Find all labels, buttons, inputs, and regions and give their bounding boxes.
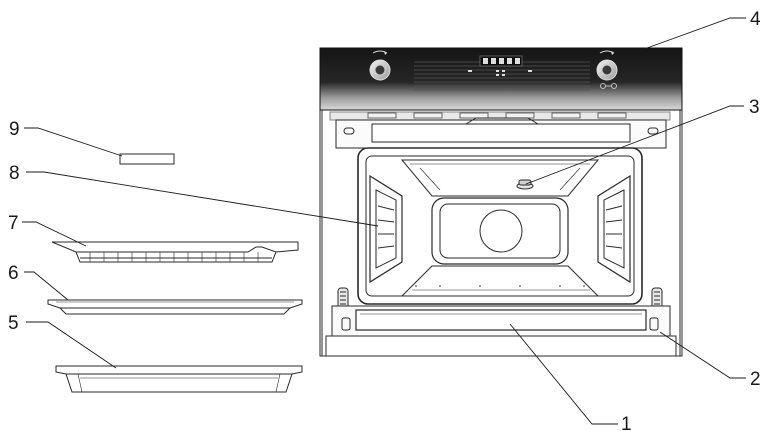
callout-2: 2 (750, 369, 761, 390)
right-control-knob[interactable] (596, 50, 618, 89)
accessory-9-plate (119, 153, 175, 165)
leader-9 (24, 127, 123, 157)
left-control-knob[interactable] (369, 50, 391, 81)
leader-8 (26, 171, 379, 227)
oven (319, 47, 683, 357)
leader-2 (659, 331, 746, 379)
side-rack-right (597, 174, 631, 284)
side-rack-left (369, 174, 403, 284)
callout-numbers: 1 2 3 4 5 6 7 8 9 (8, 9, 761, 431)
callout-5: 5 (8, 313, 19, 334)
display-icons (468, 55, 532, 76)
vent-slots (329, 111, 671, 121)
callout-7: 7 (8, 213, 19, 234)
leader-7 (22, 221, 87, 247)
callout-8: 8 (9, 163, 20, 184)
oven-cavity (357, 147, 643, 305)
leader-5 (26, 321, 117, 369)
accessory-6-shallow-tray (47, 299, 303, 315)
callout-3: 3 (749, 97, 760, 118)
power-icon (600, 83, 617, 89)
callout-4: 4 (750, 9, 761, 30)
fan-cover (479, 209, 523, 253)
door-latch-right (651, 287, 663, 311)
leader-6 (24, 271, 69, 301)
callout-9: 9 (9, 119, 20, 140)
oven-lamp (516, 179, 534, 190)
leader-1 (509, 323, 618, 425)
accessory-7-wire-rack (51, 241, 299, 263)
leader-4 (635, 17, 746, 53)
drip-tray (331, 305, 671, 337)
callout-6: 6 (8, 263, 19, 284)
callout-1: 1 (621, 414, 632, 431)
leader-lines (22, 17, 746, 425)
accessory-5-deep-tray (55, 365, 303, 393)
control-panel (319, 47, 683, 111)
leader-3 (525, 105, 744, 185)
